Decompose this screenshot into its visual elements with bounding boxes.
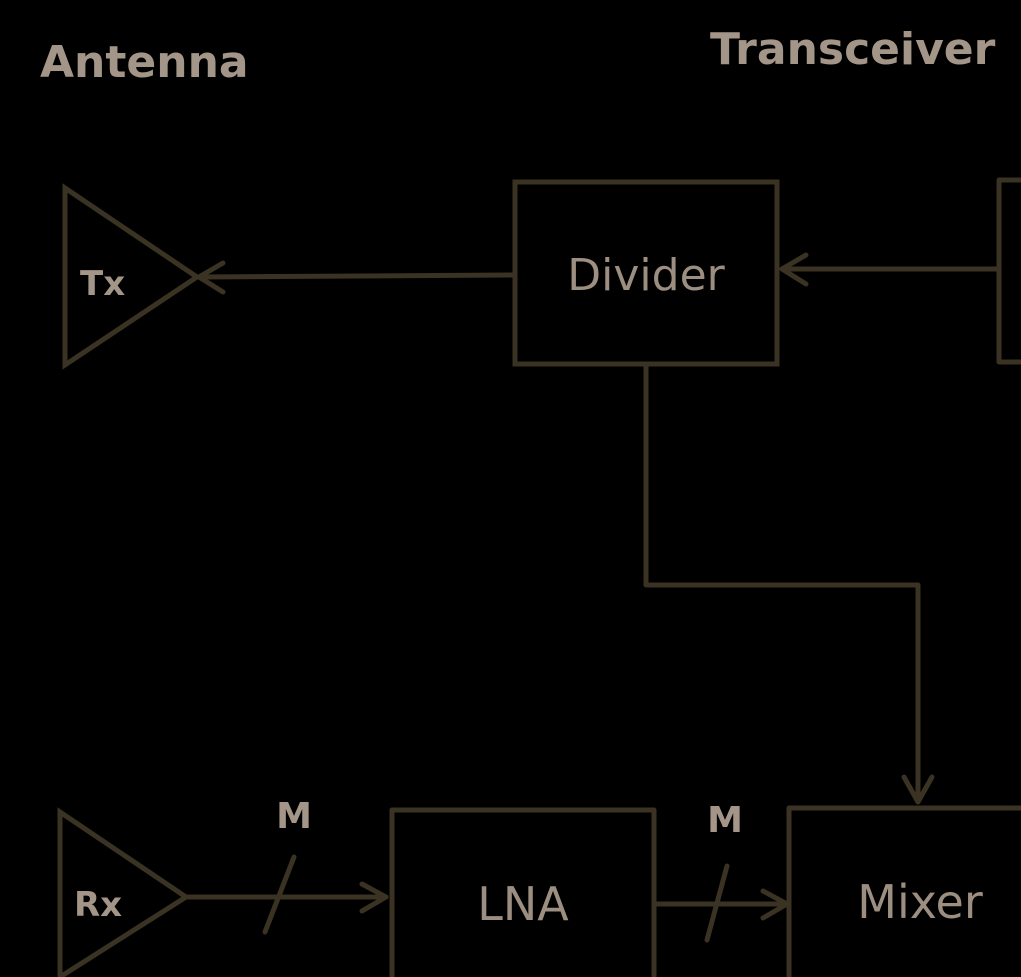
transceiver-heading: Transceiver	[710, 24, 996, 75]
lna-label: LNA	[477, 877, 569, 931]
lna-bus-width-label: M	[707, 800, 743, 841]
divider-to-tx-line	[198, 272, 516, 280]
mixer-block	[786, 805, 1021, 977]
rx-label: Rx	[74, 885, 122, 925]
tx-label: Tx	[80, 264, 125, 304]
divider-label: Divider	[567, 250, 725, 301]
tx-arrowhead	[196, 260, 226, 295]
divider-to-mixer-line	[643, 363, 921, 803]
antenna-heading: Antenna	[40, 37, 249, 88]
lna-block	[389, 807, 657, 977]
lna-bus-slash	[704, 863, 730, 943]
tx-antenna	[62, 183, 202, 370]
lna-input-arrowhead	[359, 881, 389, 914]
mixer-label: Mixer	[857, 875, 983, 929]
rx-antenna	[57, 807, 191, 977]
divider-input-arrowhead	[779, 252, 809, 287]
mixer-input-arrowhead	[901, 774, 935, 805]
offscreen-block	[996, 177, 1021, 365]
rx-bus-width-label: M	[276, 796, 312, 837]
rx-bus-slash	[262, 854, 297, 935]
